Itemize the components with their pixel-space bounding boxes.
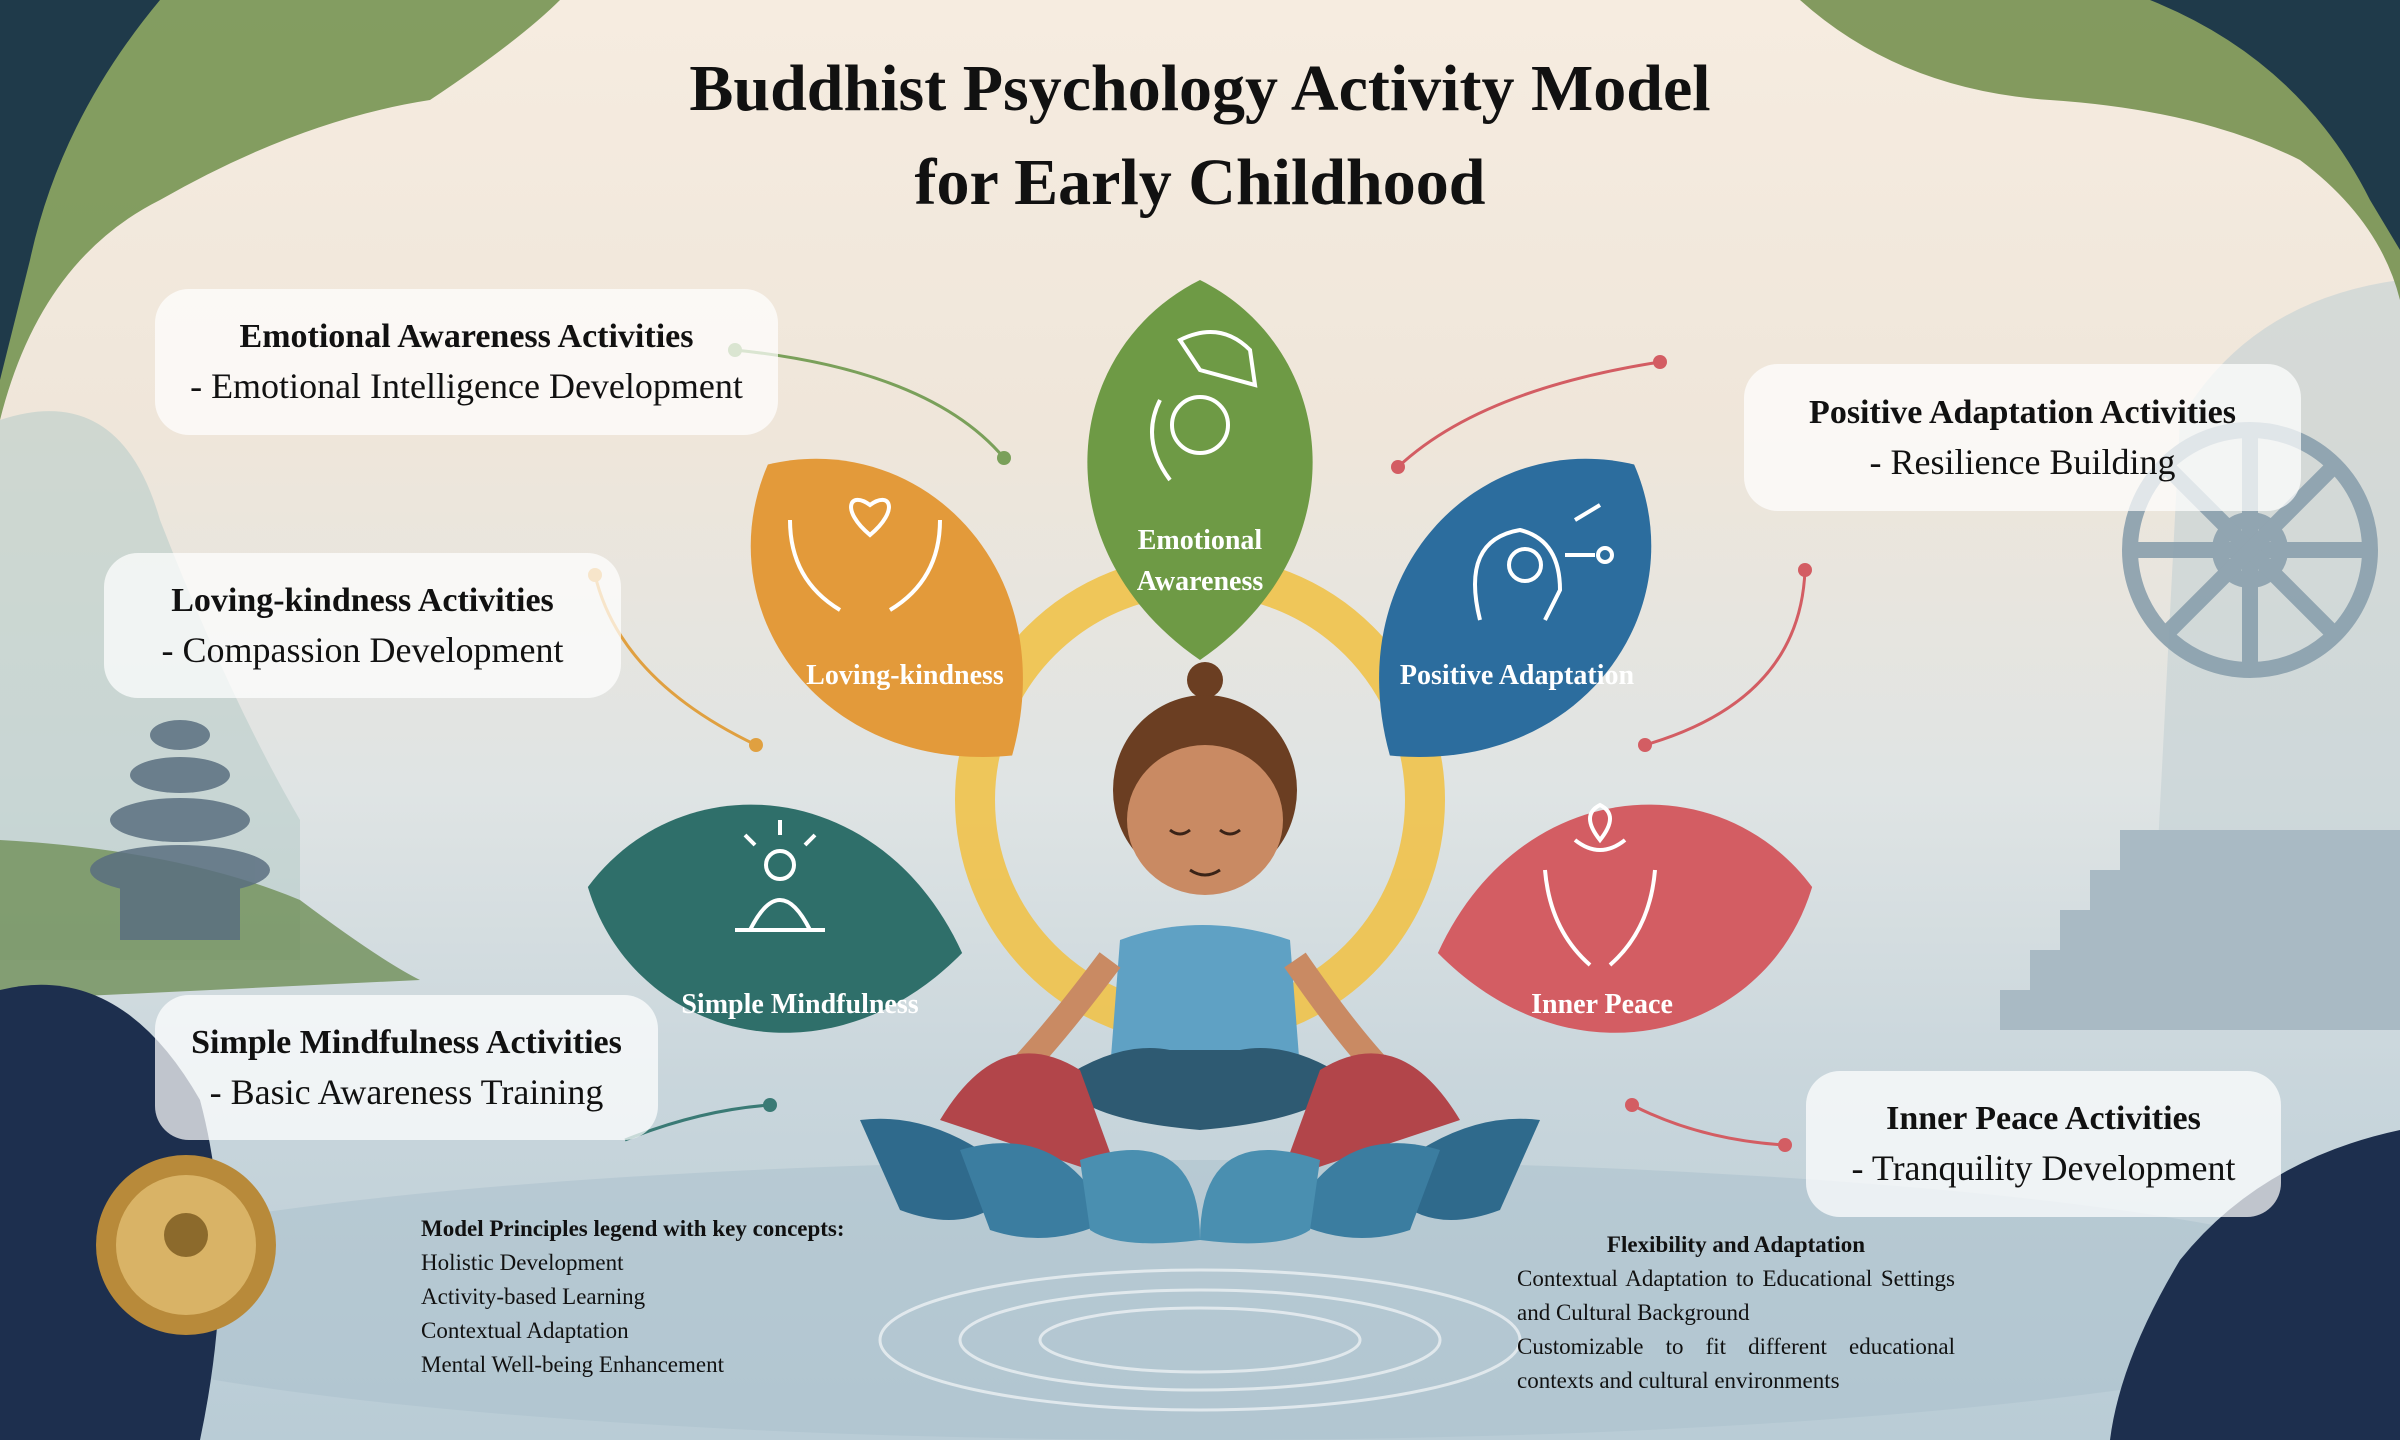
lake: [0, 1160, 2400, 1440]
model-principles-legend: Model Principles legend with key concept…: [421, 1212, 845, 1382]
callout-subtitle: - Emotional Intelligence Development: [190, 366, 743, 406]
petal-label-simple-mindfulness: Simple Mindfulness: [681, 989, 919, 1020]
callout-title: Positive Adaptation Activities: [1809, 393, 2236, 431]
petal-label-line: Awareness: [1136, 566, 1264, 597]
callout-inner-peace: Inner Peace Activities - Tranquility Dev…: [1806, 1071, 2281, 1217]
title-line-1: Buddhist Psychology Activity Model: [689, 52, 1711, 125]
callout-emotional-awareness: Emotional Awareness Activities - Emotion…: [155, 289, 778, 435]
temple-steps: [2000, 830, 2400, 1030]
petal-loving-kindness[interactable]: [682, 392, 1099, 828]
callout-subtitle: - Resilience Building: [1869, 441, 2176, 482]
title-line-2: for Early Childhood: [914, 146, 1486, 219]
page-title: Buddhist Psychology Activity Model for E…: [0, 42, 2400, 230]
meditating-child: [1000, 662, 1400, 1130]
petal-label-loving-kindness: Loving-kindness: [806, 660, 1004, 691]
gold-medallion: [96, 1155, 276, 1335]
stone-lantern: [90, 720, 270, 940]
flexibility-line: Contextual Adaptation to Educational Set…: [1517, 1266, 1955, 1325]
legend-heading: Model Principles legend with key concept…: [421, 1216, 845, 1241]
callout-positive-adaptation: Positive Adaptation Activities - Resilie…: [1744, 364, 2301, 511]
petal-inner-peace[interactable]: [1418, 776, 1831, 1064]
legend-item: Activity-based Learning: [421, 1284, 646, 1309]
hands-heart-icon: [788, 497, 942, 612]
legend-item: Contextual Adaptation: [421, 1318, 629, 1343]
legend-item: Holistic Development: [421, 1250, 624, 1275]
flexibility-section: Flexibility and Adaptation Contextual Ad…: [1517, 1228, 1955, 1398]
callout-subtitle: - Basic Awareness Training: [209, 1071, 604, 1112]
callout-title: Inner Peace Activities: [1886, 1100, 2201, 1137]
petal-label-emotional-awareness: Emotional Awareness: [1137, 520, 1264, 602]
hand-brain-icon: [1150, 330, 1258, 482]
callout-title: Loving-kindness Activities: [171, 581, 554, 619]
left-tree-foliage: [0, 0, 560, 420]
lotus-seat: [860, 1053, 1540, 1244]
petal-emotional-awareness[interactable]: [1087, 280, 1313, 660]
petal-simple-mindfulness[interactable]: [568, 776, 981, 1064]
flexibility-line: Customizable to fit different educationa…: [1517, 1334, 1955, 1393]
right-tree-foliage: [1800, 0, 2400, 300]
petal-label-positive-adaptation: Positive Adaptation: [1399, 660, 1635, 691]
petal-label-inner-peace: Inner Peace: [1531, 989, 1673, 1020]
petal-label-line: Emotional: [1137, 525, 1263, 556]
callout-subtitle: - Compassion Development: [161, 629, 564, 670]
callout-title: Emotional Awareness Activities: [239, 318, 694, 355]
meditating-person-icon: [735, 820, 825, 932]
left-tree-trunk: [0, 0, 160, 380]
callout-loving-kindness: Loving-kindness Activities - Compassion …: [104, 553, 621, 698]
petal-positive-adaptation[interactable]: [1304, 392, 1721, 828]
callout-title: Simple Mindfulness Activities: [191, 1023, 622, 1061]
callout-subtitle: - Tranquility Development: [1851, 1148, 2236, 1188]
right-tree-trunk: [2150, 0, 2400, 250]
right-leaf: [2110, 1130, 2400, 1440]
water-ripples: [878, 1268, 1522, 1412]
callout-simple-mindfulness: Simple Mindfulness Activities - Basic Aw…: [155, 995, 658, 1140]
hands-lotus-icon: [1543, 802, 1657, 967]
legend-item: Mental Well-being Enhancement: [421, 1352, 725, 1377]
head-gear-icon: [1473, 503, 1614, 621]
flexibility-heading: Flexibility and Adaptation: [1606, 1232, 1866, 1257]
